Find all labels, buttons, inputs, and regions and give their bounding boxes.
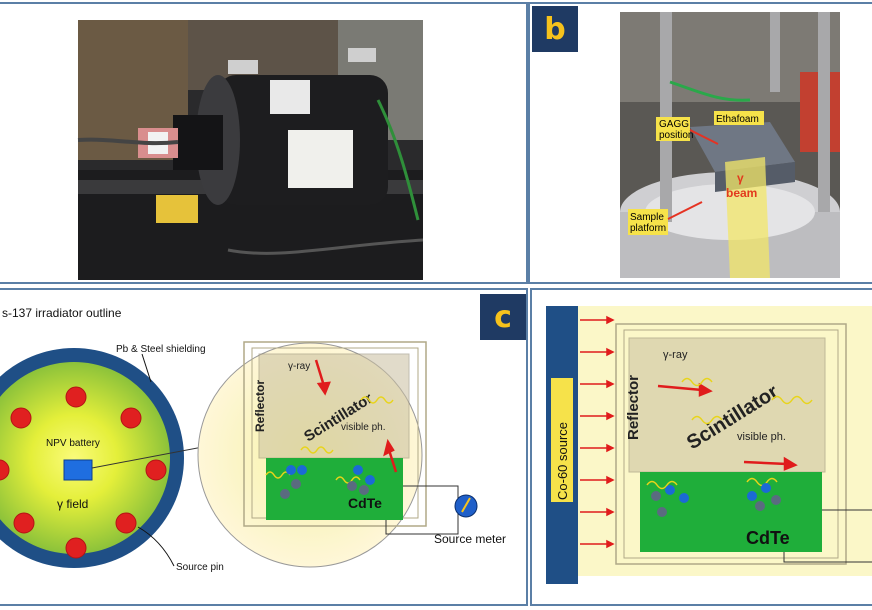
- badge-b: b: [532, 6, 578, 52]
- panel-c: s-137 irradiator outline NPV battery γ f…: [0, 288, 528, 606]
- cdte-block: [266, 458, 403, 520]
- setup-photo: GAGG position Ethafoam Sample platform γ…: [530, 4, 872, 282]
- reflector-label: Reflector: [625, 375, 642, 440]
- reflector-box: [243, 341, 427, 527]
- source-pin: [10, 407, 32, 429]
- badge-c: c: [480, 294, 526, 340]
- source-pin-label: Source pin: [176, 562, 224, 573]
- co60-source-label: Co-60 source: [555, 422, 570, 500]
- label-beam: beam: [726, 186, 757, 200]
- gamma-ray-label: γ-ray: [663, 349, 688, 361]
- label-sample-platform-line1: Sample: [630, 212, 664, 223]
- irradiator-photo: [0, 4, 526, 282]
- cdte-label: CdTe: [348, 495, 382, 511]
- source-pin: [120, 407, 142, 429]
- panel-c-title: s-137 irradiator outline: [2, 306, 122, 320]
- panel-b: GAGG position Ethafoam Sample platform γ…: [528, 2, 872, 284]
- reflector-label: Reflector: [253, 380, 267, 432]
- source-pin: [13, 512, 35, 534]
- npv-battery-label: NPV battery: [46, 438, 100, 449]
- source-pin: [65, 537, 87, 559]
- reflector-box: [615, 323, 847, 565]
- gamma-field-label: γ field: [57, 497, 88, 511]
- co60-schematic: Co-60 source Reflector Scintillator γ-ra…: [546, 306, 872, 584]
- label-gagg-position-line1: GAGG: [659, 119, 689, 130]
- scintillator-block: [628, 337, 826, 473]
- source-meter-label: Source meter: [434, 532, 506, 546]
- panel-a: [0, 2, 528, 284]
- label-gagg-position-line2: position: [659, 130, 693, 141]
- label-gamma: γ: [737, 171, 744, 185]
- label-ethafoam: Ethafoam: [716, 114, 759, 125]
- cdte-label: CdTe: [746, 528, 790, 548]
- visible-photon-label: visible ph.: [341, 422, 385, 433]
- source-pin: [145, 459, 167, 481]
- npv-battery: [63, 459, 93, 481]
- visible-photon-label: visible ph.: [737, 431, 786, 443]
- cs137-schematic: s-137 irradiator outline NPV battery γ f…: [0, 306, 506, 573]
- source-pin: [65, 386, 87, 408]
- label-sample-platform-line2: platform: [630, 223, 666, 234]
- gamma-ray-label: γ-ray: [288, 361, 310, 372]
- source-pin: [0, 459, 10, 481]
- scintillator-block: [258, 353, 410, 459]
- panel-d: Co-60 source Reflector Scintillator γ-ra…: [530, 288, 872, 606]
- source-pin: [115, 512, 137, 534]
- shielding-label: Pb & Steel shielding: [116, 344, 206, 355]
